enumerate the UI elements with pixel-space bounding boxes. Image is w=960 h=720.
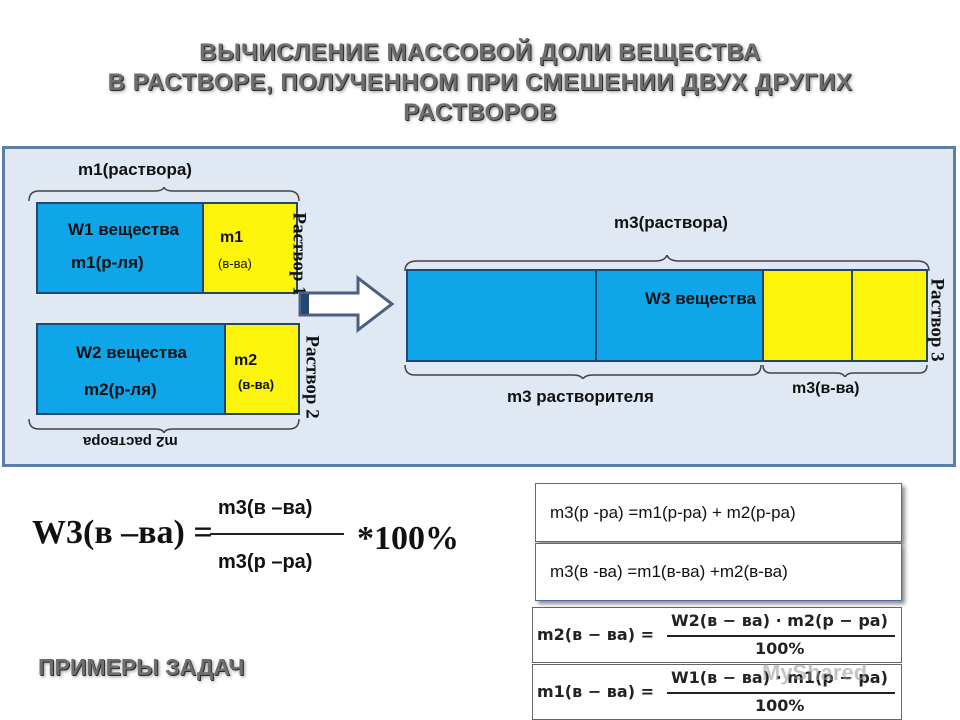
m3-solution-label: m3(раствора) [614,213,728,232]
solution1-substance-block [202,202,298,294]
w3-label: W3 вещества [645,289,756,308]
equation-substance-mass-text: m3(в -ва) =m1(в-ва) +m2(в-ва) [550,562,788,581]
m3-solvent-brace [404,364,762,379]
m3-solution-brace [404,255,930,272]
m1-solution-brace [28,187,300,202]
title-line-3: РАСТВОРОВ [403,99,557,126]
formula-m1-denominator: 100% [755,696,805,715]
solution2-label: Раствор 2 [301,335,323,419]
solution2-substance-block [224,323,300,415]
equation-substance-mass: m3(в -ва) =m1(в-ва) +m2(в-ва) [535,543,902,601]
m1-substance-sub: (в-ва) [218,256,252,271]
formula-m1-numerator: W1(в − ва) · m1(р − ра) [671,668,888,687]
m1-solvent-label: m1(р-ля) [71,253,144,272]
m3-substance-brace [762,364,928,377]
formula-numerator: m3(в –ва) [218,497,313,519]
equation-solution-mass-text: m3(р -ра) =m1(р-ра) + m2(р-ра) [550,502,796,522]
m1-solution-label: m1(раствора) [78,160,192,179]
m2-substance-label: m2 [234,352,258,369]
solution3-substance-block-b [851,269,928,362]
m3-substance-label: m3(в-ва) [792,380,860,397]
watermark: MyShared [762,660,868,685]
solution2-solvent-block [36,323,226,415]
m2-solution-brace [28,418,300,433]
m2-solvent-label: m2(р-ля) [84,380,157,399]
solution3-substance-block-a [762,269,853,362]
examples-heading: ПРИМЕРЫ ЗАДАЧ [38,654,245,680]
title-line-2: В РАСТВОРЕ, ПОЛУЧЕННОМ ПРИ СМЕШЕНИИ ДВУХ… [107,69,853,96]
title-line-1: ВЫЧИСЛЕНИЕ МАССОВОЙ ДОЛИ ВЕЩЕСТВА [199,39,761,66]
w2-label: W2 вещества [76,343,187,362]
m2-solution-label: m2 раствора [83,433,178,450]
m1-substance-label: m1 [220,229,244,246]
formula-lhs: W3(в –ва) = [32,514,213,551]
solution3-solvent-block-a [406,269,597,362]
formula-m2-numerator: W2(в − ва) · m2(р − ра) [671,611,888,630]
m2-substance-sub: (в-ва) [238,377,275,392]
formula-m2-substance: m2(в − ва) = W2(в − ва) · m2(р − ра) 100… [532,607,902,663]
formula-m1-fraction-bar [667,692,895,694]
formula-m1-substance: m1(в − ва) = W1(в − ва) · m1(р − ра) 100… [532,664,902,720]
formula-m2-denominator: 100% [755,639,805,658]
formula-m2-lhs: m2(в − ва) = [537,625,654,644]
formula-fraction-bar [210,533,344,535]
solution1-solvent-block [36,202,204,294]
formula-m2-fraction-bar [667,635,895,637]
formula-denominator: m3(р –ра) [218,551,313,573]
mixing-arrow-icon [298,274,395,334]
formula-m1-lhs: m1(в − ва) = [537,682,654,701]
formula-multiplier: *100% [357,520,459,557]
equation-solution-mass: m3(р -ра) =m1(р-ра) + m2(р-ра) [535,483,902,542]
solution3-solvent-block-b [595,269,765,362]
w1-label: W1 вещества [68,220,179,239]
solution3-label: Раствор 3 [926,278,948,362]
slide-title: ВЫЧИСЛЕНИЕ МАССОВОЙ ДОЛИ ВЕЩЕСТВА В РАСТ… [60,38,900,128]
mixing-scheme-panel: m1(раствора) W1 вещества m1(р-ля) m1 (в-… [2,146,956,467]
m3-solvent-label: m3 растворителя [507,387,654,406]
